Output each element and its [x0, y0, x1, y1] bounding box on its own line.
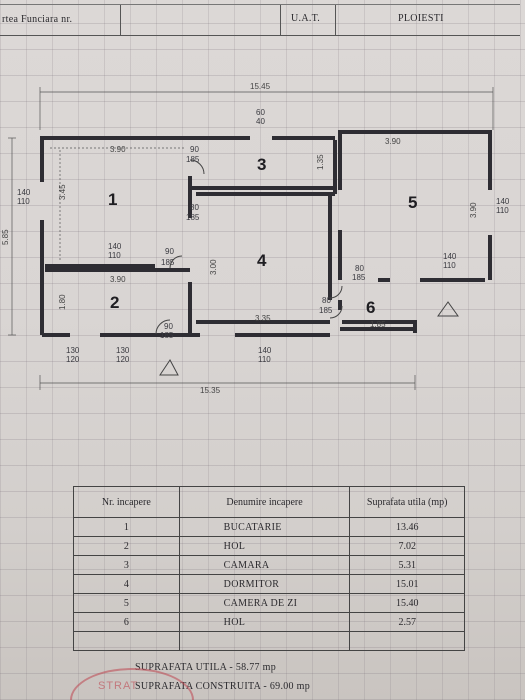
room-number-6: 6: [366, 298, 375, 317]
header-suprafata: Suprafata utila (mp): [349, 486, 465, 518]
opening-d4-185: 185: [160, 331, 174, 340]
row-nr: 2: [73, 536, 180, 556]
opening-b2-130: 130: [116, 346, 130, 355]
room-number-1: 1: [108, 190, 117, 209]
rooms-table-wrap: Nr. incapere Denumire incapere Suprafata…: [73, 486, 465, 651]
row-name: CAMARA: [178, 555, 351, 575]
room-number-2: 2: [110, 293, 119, 312]
row-area: 7.02: [349, 536, 465, 556]
header-denumire: Denumire incapere: [178, 486, 351, 518]
opening-d6-185: 185: [319, 306, 333, 315]
opening-r1-110: 110: [108, 251, 121, 260]
opening-left-140: 140: [17, 188, 31, 197]
table-row: 5 CAMERA DE ZI 15.40: [73, 593, 465, 613]
opening-b1-130: 130: [66, 346, 80, 355]
table-row: 2 HOL 7.02: [73, 536, 465, 556]
dim-r6-width: 1.85: [370, 320, 386, 329]
table-row: 6 HOL 2.57: [73, 612, 465, 632]
dim-r1-height: 3.45: [58, 184, 67, 200]
opening-left-110: 110: [17, 197, 30, 206]
room-number-5: 5: [408, 193, 417, 212]
row-area: 13.46: [349, 517, 465, 537]
dim-r5-width: 3.90: [385, 137, 401, 146]
uat-label: U.A.T.: [291, 13, 321, 24]
total-utila: SUPRAFATA UTILA - 58.77 mp: [135, 662, 276, 673]
dim-r3-height: 1.35: [316, 154, 325, 170]
row-area: 5.31: [349, 555, 465, 575]
dim-r1-width: 3.90: [110, 145, 126, 154]
opening-top-40: 40: [256, 117, 265, 126]
opening-d5-185: 185: [352, 273, 366, 282]
opening-d3-185: 185: [161, 258, 175, 267]
opening-right-110: 110: [496, 206, 509, 215]
row-name: DORMITOR: [178, 574, 351, 594]
room-number-4: 4: [257, 251, 267, 270]
opening-d2-185: 185: [186, 213, 200, 222]
opening-b2-120: 120: [116, 355, 130, 364]
header-cell-uat-value: PLOIESTI: [335, 5, 521, 35]
carte-funciara-label: rtea Funciara nr.: [2, 14, 73, 25]
door-swings: [155, 159, 343, 335]
header-cell-empty: [120, 5, 281, 35]
opening-d6-80: 80: [322, 296, 331, 305]
opening-d1-185: 185: [186, 155, 200, 164]
table-row: 1 BUCATARIE 13.46: [73, 517, 465, 537]
table-row: 3 CAMARA 5.31: [73, 555, 465, 575]
row-nr: 3: [73, 555, 180, 575]
dim-r2-height: 1.80: [58, 294, 67, 310]
opening-d4-90: 90: [164, 322, 173, 331]
row-area: 2.57: [349, 612, 465, 632]
opening-b3-140: 140: [258, 346, 272, 355]
table-header-row: Nr. incapere Denumire incapere Suprafata…: [73, 486, 465, 518]
row-area: 15.01: [349, 574, 465, 594]
header-cell-uat: U.A.T.: [280, 5, 336, 35]
uat-value: PLOIESTI: [398, 13, 444, 24]
dim-top-total: 15.45: [250, 82, 271, 91]
room-number-3: 3: [257, 155, 266, 174]
row-area: 15.40: [349, 593, 465, 613]
opening-r5-140: 140: [443, 252, 457, 261]
opening-b3-110: 110: [258, 355, 271, 364]
dim-bottom-total: 15.35: [200, 386, 221, 395]
row-name: HOL: [178, 536, 351, 556]
dimension-lines: [8, 87, 494, 390]
table-row-empty: [73, 631, 465, 651]
table-row: 4 DORMITOR 15.01: [73, 574, 465, 594]
row-nr: 6: [73, 612, 180, 632]
opening-d1-90: 90: [190, 145, 199, 154]
total-construita: SUPRAFATA CONSTRUITA - 69.00 mp: [135, 681, 311, 692]
opening-d3-90: 90: [165, 247, 174, 256]
row-name: CAMERA DE ZI: [178, 593, 351, 613]
floor-plan: 15.45 15.35 5.85: [1, 82, 510, 395]
rooms-table: Nr. incapere Denumire incapere Suprafata…: [73, 486, 465, 651]
dim-r4-width: 3.35: [255, 314, 271, 323]
header-strip: rtea Funciara nr. U.A.T. PLOIESTI: [0, 4, 520, 36]
opening-d2-80: 80: [190, 203, 199, 212]
opening-d5-80: 80: [355, 264, 364, 273]
dim-r2-width: 3.90: [110, 275, 126, 284]
row-nr: 1: [73, 517, 180, 537]
row-name: HOL: [178, 612, 351, 632]
opening-b1-120: 120: [66, 355, 80, 364]
opening-top-60: 60: [256, 108, 265, 117]
dim-r4-height: 3.00: [209, 259, 218, 275]
opening-r5-110: 110: [443, 261, 456, 270]
row-name: BUCATARIE: [178, 517, 351, 537]
opening-r1-140: 140: [108, 242, 122, 251]
row-nr: 5: [73, 593, 180, 613]
opening-right-140: 140: [496, 197, 510, 206]
dim-left-total: 5.85: [1, 229, 10, 245]
entrance-markers: [159, 301, 459, 376]
walls: [40, 130, 492, 337]
dim-r5-height: 3.90: [469, 202, 478, 218]
row-nr: 4: [73, 574, 180, 594]
stamp-text: STRAT: [98, 680, 139, 692]
header-nr: Nr. incapere: [73, 486, 180, 518]
